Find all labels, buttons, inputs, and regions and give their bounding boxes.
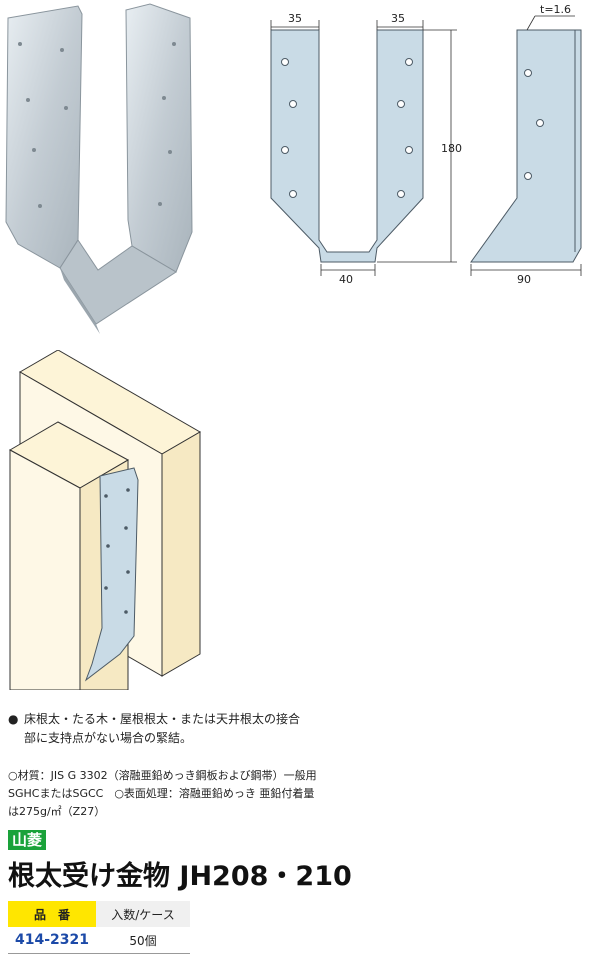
dim-height: 180 [441,142,462,155]
dim-bottom: 40 [339,273,353,286]
hanger-shape [84,467,139,682]
product-title: 根太受け金物 JH208・210 [8,861,352,892]
table-row: 414-2321 50個 [8,927,190,954]
feature-description: 床根太・たる木・屋根根太・または天井根太の接合部に支持点がない場合の緊結。 [24,712,301,745]
dim-side-width: 90 [517,273,531,286]
table-header-row: 品 番 入数/ケース [8,901,190,927]
hanger-side-shape [470,29,582,263]
product-code: 414-2321 [8,927,96,954]
dim-top-right: 35 [391,12,405,25]
technical-drawing: 35 35 40 180 t=1.6 90 [270,3,582,286]
hanger-front-shape [270,29,424,263]
dim-top-left: 35 [288,12,302,25]
spec-text: ○材質：JIS G 3302（溶融亜鉛めっき鋼板および鋼帯）一般用SGHCまたは… [8,769,317,818]
bullet-icon: ● [8,712,19,726]
installation-illustration [8,350,201,690]
header-qty: 入数/ケース [96,901,190,927]
dim-thickness: t=1.6 [540,3,571,16]
product-qty: 50個 [96,927,190,954]
header-code: 品 番 [8,901,96,927]
feature-text: ● 床根太・たる木・屋根根太・または天井根太の接合部に支持点がない場合の緊結。 [8,710,308,748]
product-photo [5,3,193,334]
brand-badge: 山菱 [8,830,47,850]
product-table: 品 番 入数/ケース 414-2321 50個 [8,901,190,954]
